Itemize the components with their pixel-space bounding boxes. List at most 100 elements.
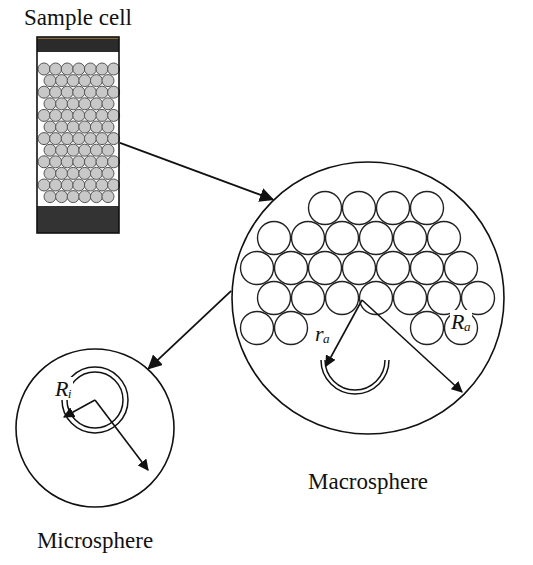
bead xyxy=(292,222,325,255)
microsphere-cluster xyxy=(241,192,495,345)
bead xyxy=(326,282,359,315)
bead xyxy=(73,86,85,98)
bead xyxy=(38,156,50,168)
bead xyxy=(38,109,50,121)
bead xyxy=(96,179,108,191)
macrosphere-outline xyxy=(231,161,505,435)
bead xyxy=(79,121,91,133)
bead xyxy=(67,144,79,156)
bead xyxy=(275,312,308,345)
bead xyxy=(258,282,291,315)
radius-arrow xyxy=(326,300,362,366)
bead xyxy=(79,144,91,156)
bead xyxy=(108,63,120,75)
bead xyxy=(44,144,56,156)
bead xyxy=(96,156,108,168)
bead xyxy=(394,222,427,255)
bead xyxy=(56,167,68,179)
bead xyxy=(73,63,85,75)
bead xyxy=(326,222,359,255)
bead xyxy=(309,192,342,225)
cell-bottom-cap xyxy=(37,206,119,233)
bead xyxy=(73,179,85,191)
bead xyxy=(275,252,308,285)
bead xyxy=(44,121,56,133)
bead xyxy=(38,63,50,75)
bead xyxy=(73,133,85,145)
zoom-arrow xyxy=(120,143,273,200)
bead xyxy=(67,121,79,133)
bead xyxy=(90,144,102,156)
bead xyxy=(108,179,120,191)
bead xyxy=(309,252,342,285)
bead xyxy=(56,98,68,110)
bead xyxy=(90,98,102,110)
bead xyxy=(360,282,393,315)
bead xyxy=(411,312,444,345)
radius-arrow xyxy=(362,300,462,392)
bead xyxy=(73,156,85,168)
bead xyxy=(96,109,108,121)
bead xyxy=(428,222,461,255)
bead xyxy=(84,109,96,121)
bead xyxy=(44,191,56,203)
bead xyxy=(102,144,114,156)
bead xyxy=(360,222,393,255)
radius-arrow xyxy=(64,400,95,417)
bead xyxy=(377,192,410,225)
bead xyxy=(56,144,68,156)
bead xyxy=(38,133,50,145)
radius-label: Rᵢ xyxy=(54,377,73,400)
bead xyxy=(61,63,73,75)
bead xyxy=(79,191,91,203)
bead xyxy=(79,98,91,110)
bead xyxy=(61,156,73,168)
bead xyxy=(38,179,50,191)
bead xyxy=(56,75,68,87)
bead xyxy=(44,167,56,179)
bead xyxy=(61,109,73,121)
bead xyxy=(411,252,444,285)
bead xyxy=(90,121,102,133)
bead xyxy=(67,75,79,87)
bead xyxy=(90,191,102,203)
bead xyxy=(84,133,96,145)
bead xyxy=(241,312,274,345)
bead xyxy=(108,109,120,121)
bead xyxy=(377,252,410,285)
bead xyxy=(38,86,50,98)
packed-beads xyxy=(38,63,120,203)
bead xyxy=(84,156,96,168)
macrosphere: Macrosphere xyxy=(231,161,505,435)
bead xyxy=(50,86,62,98)
node-title: Sample cell xyxy=(24,5,132,30)
bead xyxy=(67,191,79,203)
radius-label: rₐ xyxy=(314,322,331,345)
bead xyxy=(394,282,427,315)
bead xyxy=(79,75,91,87)
bead xyxy=(61,86,73,98)
bead xyxy=(90,167,102,179)
bead xyxy=(102,98,114,110)
bead xyxy=(343,192,376,225)
bead xyxy=(102,121,114,133)
bead xyxy=(102,167,114,179)
bead xyxy=(84,86,96,98)
radius-arrow xyxy=(95,400,148,470)
bead xyxy=(44,98,56,110)
bead xyxy=(292,282,325,315)
radius-label: Rₐ xyxy=(450,310,472,333)
sample-cell-outline xyxy=(36,36,120,234)
microsphere-outline xyxy=(15,348,175,508)
bead xyxy=(50,133,62,145)
bead xyxy=(50,156,62,168)
pore-wall xyxy=(321,360,389,394)
bead xyxy=(84,63,96,75)
bead xyxy=(73,109,85,121)
bead xyxy=(67,167,79,179)
bead xyxy=(241,252,274,285)
node-title: Microsphere xyxy=(37,528,153,553)
bead xyxy=(84,179,96,191)
bead xyxy=(61,133,73,145)
